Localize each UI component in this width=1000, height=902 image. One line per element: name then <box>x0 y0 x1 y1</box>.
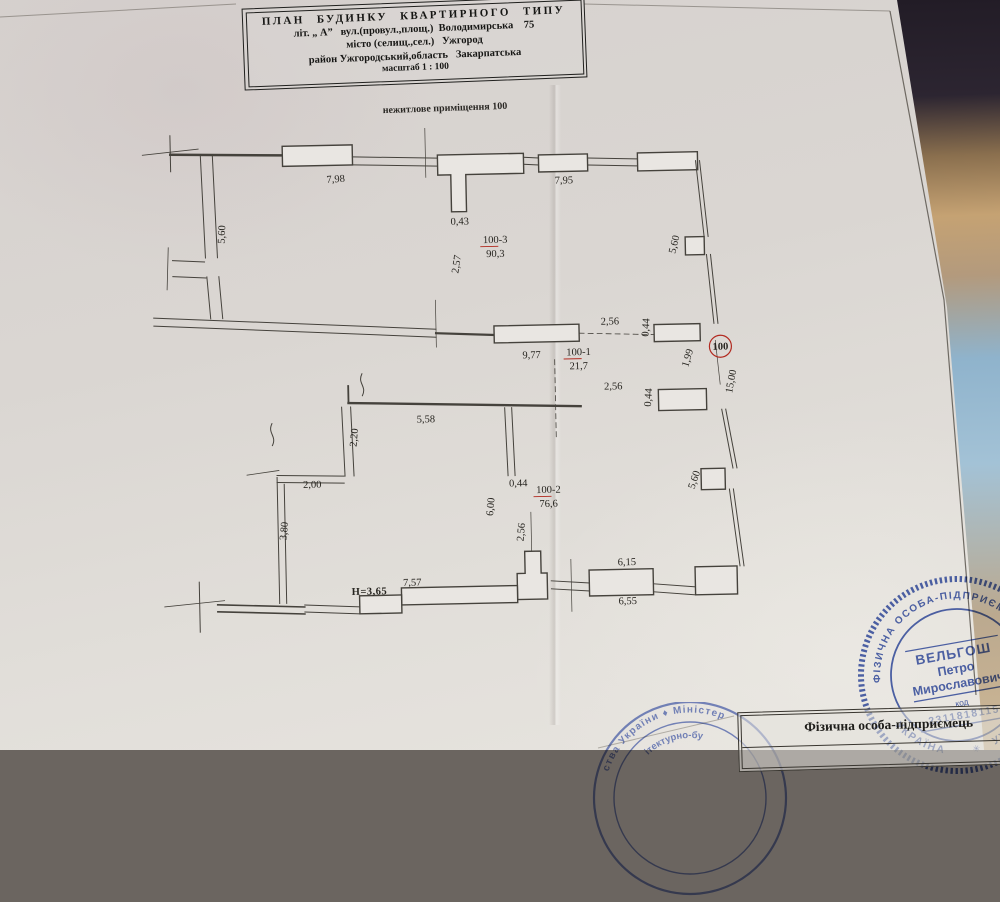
dim-bottom-b: 6,15 <box>618 557 637 568</box>
floor-plan-photo: { "colors": { "dimension_red": "#b22a20"… <box>0 0 1000 750</box>
room-labels-group: 100-3 90,3 100-1 21,7 100-2 76,6 100 Н=3… <box>344 230 736 598</box>
dim-room3-wall: 2,57 <box>450 254 464 274</box>
floor-plan-drawing: 7,98 7,95 0,43 5,60 2,57 5,60 9,77 2,56 … <box>130 116 761 639</box>
dim-door-right: 1,99 <box>680 348 696 369</box>
dim-corr-bot-left: 5,58 <box>417 414 436 425</box>
dim-corr-top-thick: 0,44 <box>640 317 652 337</box>
dim-room2-wall: 6,00 <box>485 497 497 516</box>
room2-area: 76,6 <box>539 499 558 510</box>
dim-top-b: 7,95 <box>555 175 574 186</box>
dim-stub-thick: 0,44 <box>509 478 528 489</box>
title-block: ПЛАН БУДИНКУ КВАРТИРНОГО ТИПУ літ. „ А” … <box>242 0 588 91</box>
dim-left-lower: 3,80 <box>278 522 290 541</box>
height-note: Н=3,65 <box>352 586 388 598</box>
dim-nook-horiz: 2,00 <box>303 480 322 491</box>
dim-corr-top-span: 2,56 <box>601 316 620 327</box>
dim-left-upper: 5,60 <box>217 225 229 244</box>
dim-nook-vert: 2,20 <box>349 428 361 447</box>
room1-area: 21,7 <box>570 361 589 372</box>
title-block-inner: ПЛАН БУДИНКУ КВАРТИРНОГО ТИПУ літ. „ А” … <box>245 0 584 87</box>
unit-badge-number: 100 <box>712 342 728 353</box>
walls-group <box>142 122 745 633</box>
room3-area: 90,3 <box>486 249 505 260</box>
room3-number: 100-3 <box>483 235 508 247</box>
dim-corr-bot-span: 2,56 <box>604 381 623 392</box>
room2-number: 100-2 <box>536 485 561 497</box>
footer-table-inner: Фізична особа-підприємець <box>740 707 1000 769</box>
dim-top-a: 7,98 <box>326 174 345 186</box>
dim-corr-bot-thick: 0,44 <box>643 387 655 407</box>
dim-bottom-c: 6,55 <box>618 596 637 607</box>
dim-bottom-a: 7,57 <box>403 578 422 589</box>
footer-table: Фізична особа-підприємець <box>737 704 1000 772</box>
dim-top-stub: 0,43 <box>450 216 469 227</box>
dim-corr-left: 9,77 <box>522 350 541 361</box>
dim-right-total: 15,00 <box>724 369 739 394</box>
dim-bottom-stub: 2,56 <box>516 523 528 542</box>
room1-number: 100-1 <box>566 347 591 359</box>
footer-table-header: Фізична особа-підприємець <box>741 708 1000 748</box>
dim-right-upper: 5,60 <box>667 234 682 254</box>
dim-right-lower: 5,60 <box>687 469 703 490</box>
